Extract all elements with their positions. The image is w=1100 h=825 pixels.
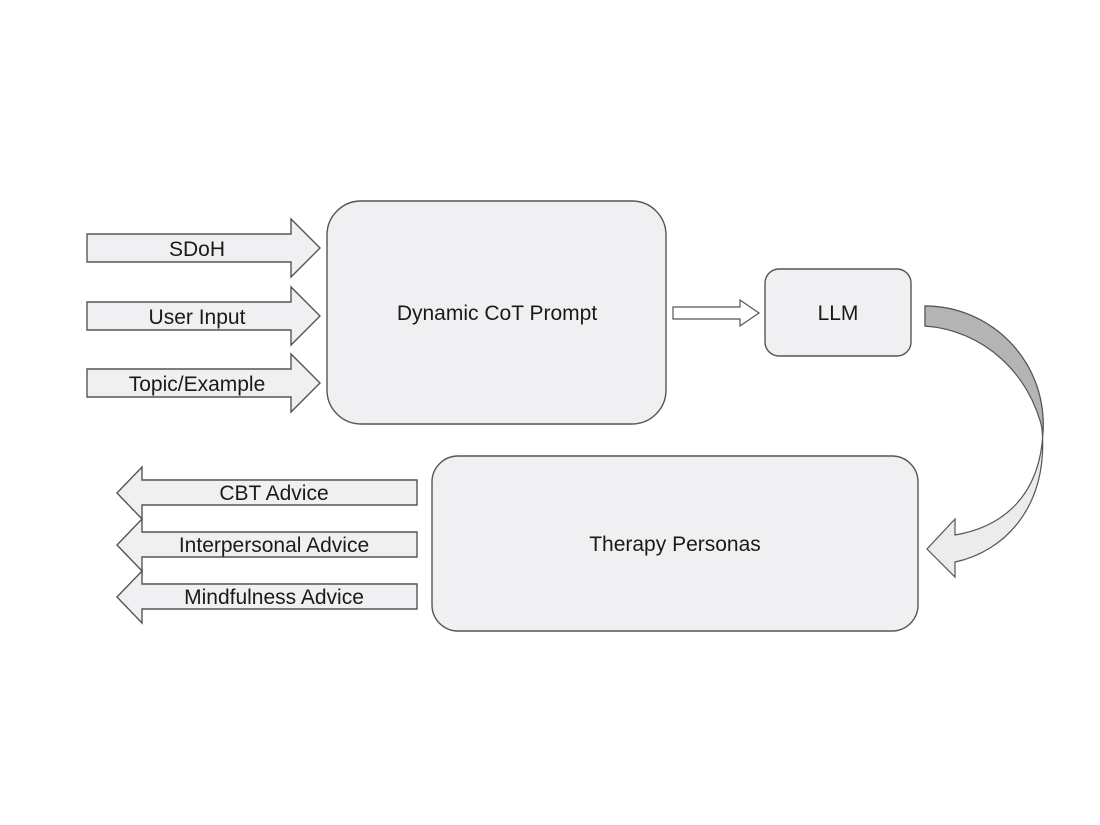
input-label-topic-example: Topic/Example — [129, 373, 266, 396]
input-arrow-topic-example: Topic/Example — [86, 352, 321, 414]
curved-arrow-llm-to-personas — [924, 305, 1044, 579]
output-label-cbt: CBT Advice — [219, 482, 328, 505]
input-arrow-sdoh: SDoH — [86, 217, 321, 279]
input-label-sdoh: SDoH — [169, 238, 225, 261]
llm-box-label: LLM — [818, 302, 859, 325]
input-arrow-user-input: User Input — [86, 285, 321, 347]
output-label-interpersonal: Interpersonal Advice — [179, 534, 369, 557]
prompt-box: Dynamic CoT Prompt — [326, 200, 667, 425]
prompt-box-label: Dynamic CoT Prompt — [397, 302, 597, 325]
personas-box-label: Therapy Personas — [589, 533, 761, 556]
output-label-mindfulness: Mindfulness Advice — [184, 586, 364, 609]
personas-box: Therapy Personas — [431, 455, 919, 632]
output-arrow-cbt: CBT Advice — [116, 465, 418, 521]
llm-box: LLM — [764, 268, 912, 357]
input-label-user-input: User Input — [149, 306, 246, 329]
prompt-to-llm-arrow — [672, 298, 761, 328]
output-arrow-interpersonal: Interpersonal Advice — [116, 517, 418, 573]
output-arrow-mindfulness: Mindfulness Advice — [116, 569, 418, 625]
